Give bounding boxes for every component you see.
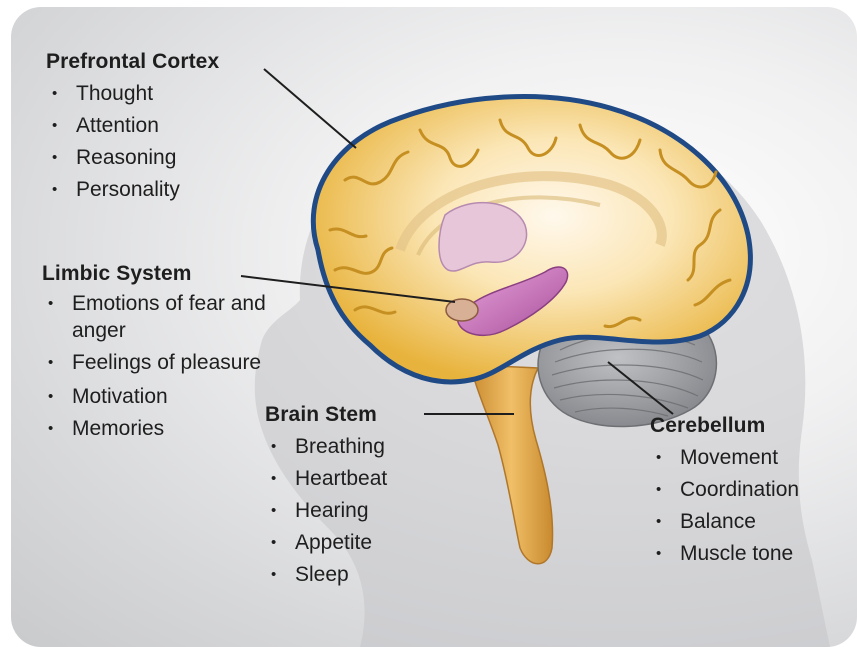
limbic-system-group: Limbic System Emotions of fear and anger… [42,262,272,445]
list-item: Thought [46,78,219,110]
limbic-system-title: Limbic System [42,262,272,286]
list-item: Reasoning [46,142,219,174]
list-item: Feelings of pleasure [42,349,272,376]
limbic-system-list: Emotions of fear and anger Feelings of p… [42,290,272,445]
brain-stem-title: Brain Stem [265,403,387,427]
prefrontal-cortex-list: Thought Attention Reasoning Personality [46,78,219,206]
leader-line-prefrontal [264,69,356,148]
cerebellum-title: Cerebellum [650,414,799,438]
list-item: Muscle tone [650,538,799,570]
brain-stem-list: Breathing Heartbeat Hearing Appetite Sle… [265,431,387,591]
cerebellum-list: Movement Coordination Balance Muscle ton… [650,442,799,570]
cortex-shape [313,97,750,382]
cerebellum-group: Cerebellum Movement Coordination Balance… [650,414,799,570]
prefrontal-cortex-group: Prefrontal Cortex Thought Attention Reas… [46,50,219,206]
list-item: Emotions of fear and anger [42,290,272,344]
list-item: Sleep [265,559,387,591]
list-item: Appetite [265,527,387,559]
list-item: Motivation [42,381,272,413]
list-item: Breathing [265,431,387,463]
list-item: Personality [46,174,219,206]
list-item: Balance [650,506,799,538]
list-item: Attention [46,110,219,142]
list-item: Heartbeat [265,463,387,495]
prefrontal-cortex-title: Prefrontal Cortex [46,50,219,74]
brain-stem-group: Brain Stem Breathing Heartbeat Hearing A… [265,403,387,591]
list-item: Movement [650,442,799,474]
list-item: Hearing [265,495,387,527]
list-item: Memories [42,413,272,445]
list-item: Coordination [650,474,799,506]
